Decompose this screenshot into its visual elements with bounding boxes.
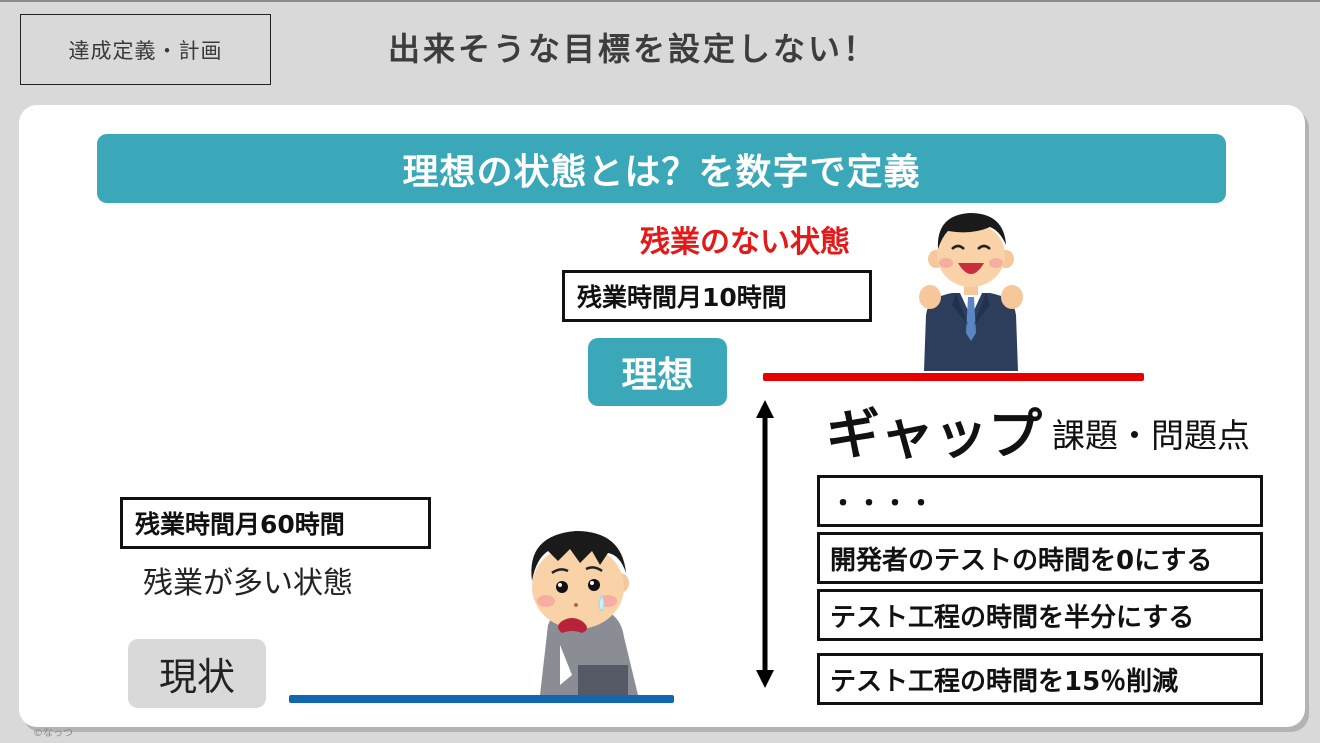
ideal-state-heading: 残業のない状態 — [640, 225, 850, 260]
issue-item: テスト工程の時間を半分にする — [817, 589, 1263, 641]
current-level-line — [289, 695, 674, 703]
issue-text: ・・・・ — [830, 488, 935, 519]
ideal-label-text: 理想 — [621, 355, 694, 396]
current-label-badge: 現状 — [128, 639, 266, 708]
gap-subtitle: 課題・問題点 — [1052, 416, 1250, 455]
issue-text: テスト工程の時間を15％削減 — [830, 666, 1179, 697]
happy-businessman-icon — [919, 213, 1023, 371]
current-metric-text: 残業時間月60時間 — [135, 510, 345, 539]
ideal-metric-box: 残業時間月10時間 — [562, 270, 872, 322]
ideal-level-line — [763, 373, 1144, 381]
current-metric-box: 残業時間月60時間 — [120, 497, 431, 549]
issue-text: 開発者のテストの時間を0にする — [830, 545, 1213, 576]
section-tag: 達成定義・計画 — [20, 14, 271, 85]
crying-businessman-icon — [531, 531, 638, 695]
banner-text: 理想の状態とは？を数字で定義 — [402, 151, 921, 193]
current-state-description: 残業が多い状態 — [143, 566, 353, 601]
top-edge — [0, 0, 1320, 2]
definition-banner: 理想の状態とは？を数字で定義 — [97, 134, 1226, 203]
section-tag-label: 達成定義・計画 — [68, 38, 223, 63]
ideal-label-badge: 理想 — [588, 338, 727, 406]
issue-item: 開発者のテストの時間を0にする — [817, 532, 1263, 584]
current-label-text: 現状 — [158, 655, 235, 699]
issue-text: テスト工程の時間を半分にする — [830, 602, 1195, 633]
issue-item: ・・・・ — [817, 475, 1263, 527]
ideal-metric-text: 残業時間月10時間 — [577, 283, 787, 312]
gap-title: ギャップ — [826, 403, 1042, 466]
credit-text: ©なっつ — [33, 728, 73, 739]
double-headed-vertical-arrow-icon — [756, 400, 774, 688]
issue-item: テスト工程の時間を15％削減 — [817, 653, 1263, 705]
slide-title: 出来そうな目標を設定しない！ — [388, 30, 879, 68]
